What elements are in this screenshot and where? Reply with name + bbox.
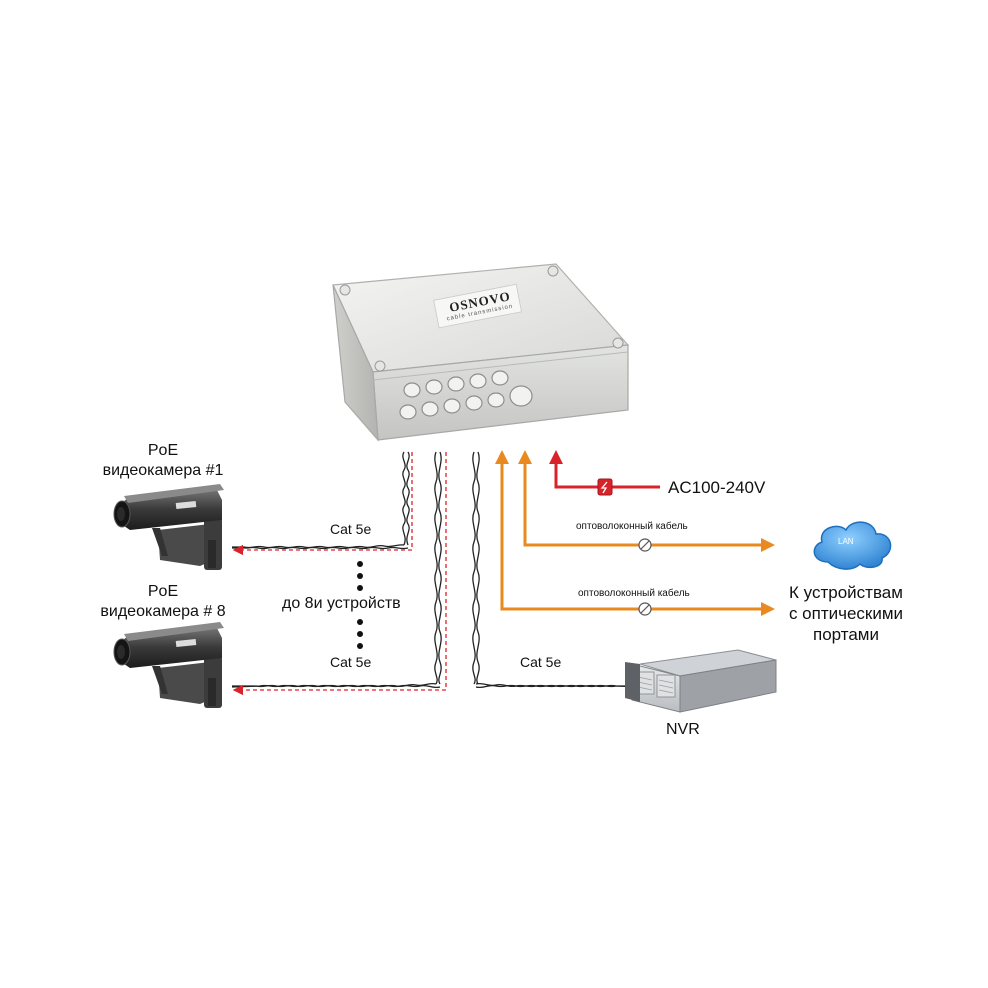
destination-label: К устройствам с оптическими портами bbox=[770, 582, 922, 645]
camera-8-label-line1: PoE bbox=[147, 583, 179, 600]
poe-path-camera-1 bbox=[232, 452, 413, 556]
ellipsis-dots bbox=[357, 561, 363, 649]
camera-1-label: PoE видеокамера #1 bbox=[88, 441, 238, 481]
cable-camera-8 bbox=[231, 451, 442, 689]
poe-path-camera-8 bbox=[232, 452, 447, 696]
cable-camera-1 bbox=[232, 451, 410, 550]
fiber-line-bottom bbox=[495, 450, 775, 616]
camera-8-icon bbox=[113, 622, 224, 708]
cable-glands bbox=[399, 370, 533, 420]
lan-cloud-label: LAN bbox=[838, 537, 854, 546]
power-label: AC100-240V bbox=[668, 478, 766, 497]
fiber-line-top bbox=[518, 450, 775, 552]
fiber-label-bottom: оптоволоконный кабель bbox=[578, 588, 690, 599]
destination-line3: портами bbox=[813, 625, 879, 644]
enclosure-side bbox=[332, 284, 379, 442]
nvr-label: NVR bbox=[666, 721, 700, 738]
destination-line1: К устройствам bbox=[789, 583, 903, 602]
camera-8-label: PoE видеокамера # 8 bbox=[86, 582, 240, 622]
osnovo-enclosure bbox=[332, 263, 630, 442]
nvr-icon bbox=[625, 649, 777, 713]
cable-nvr bbox=[472, 451, 641, 689]
osnovo-logo-plate bbox=[433, 283, 522, 329]
cat5e-label-camera-1: Cat 5e bbox=[330, 521, 372, 537]
device-count-note: до 8и устройств bbox=[282, 595, 401, 612]
camera-1-icon bbox=[113, 484, 224, 570]
lan-cloud-icon bbox=[813, 521, 892, 570]
camera-8-label-line2: видеокамера # 8 bbox=[100, 603, 226, 620]
destination-line2: с оптическими bbox=[788, 604, 904, 623]
camera-1-label-line1: PoE bbox=[147, 442, 179, 459]
power-line bbox=[549, 450, 660, 496]
cat5e-label-camera-8: Cat 5e bbox=[330, 654, 372, 670]
cat5e-label-nvr: Cat 5e bbox=[520, 654, 562, 670]
fiber-label-top: оптоволоконный кабель bbox=[576, 521, 688, 532]
surge-protector-icon bbox=[597, 478, 613, 496]
camera-1-label-line2: видеокамера #1 bbox=[102, 462, 224, 479]
